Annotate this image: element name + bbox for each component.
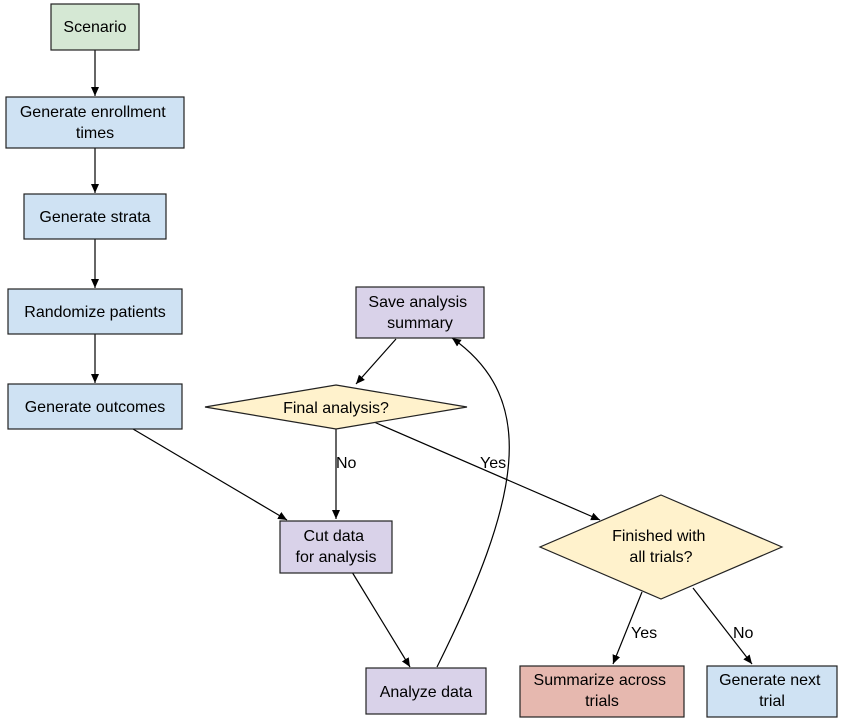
node-generate-outcomes: Generate outcomes <box>7 383 183 430</box>
svg-text:Final analysis?: Final analysis? <box>283 400 389 417</box>
edge-finished-next <box>692 587 753 665</box>
node-generate-strata: Generate strata <box>23 193 167 240</box>
node-label: Scenario <box>63 19 126 36</box>
node-analyze-data: Analyze data <box>365 667 487 715</box>
edge-analyze-save <box>436 337 510 668</box>
edge-label-finished-no: No <box>733 625 754 642</box>
node-label: Generate outcomes <box>25 399 166 416</box>
node-scenario: Scenario <box>50 3 140 51</box>
svg-text:Generate outcomes: Generate outcomes <box>25 399 166 416</box>
edge-cut-analyze <box>351 571 411 668</box>
svg-text:Scenario: Scenario <box>63 19 126 36</box>
node-final-analysis-decision: Final analysis? <box>204 384 468 430</box>
edge-label-finished-yes: Yes <box>631 625 657 642</box>
node-label: Final analysis? <box>283 400 389 417</box>
node-label-line-1: Generate next <box>719 672 821 689</box>
edges <box>91 50 753 668</box>
node-generate-next-trial: Generate next trial <box>706 665 838 718</box>
svg-text:Summarize across trial: Summarize across trials <box>534 672 671 710</box>
node-cut-data-for-analysis: Cut data for analysis <box>279 520 393 574</box>
node-label-line-1: Save analysis <box>368 294 467 311</box>
svg-text:Generate next trial: Generate next trial <box>719 672 825 710</box>
node-randomize-patients: Randomize patients <box>7 288 183 335</box>
edge-label-final-no: No <box>336 455 357 472</box>
node-label-line-2: for analysis <box>296 549 377 566</box>
node-label: Generate strata <box>39 209 150 226</box>
svg-text:Cut data for analysis: Cut data for analysis <box>296 528 377 566</box>
node-label-line-1: Cut data <box>304 528 365 545</box>
edge-label-final-yes: Yes <box>480 455 506 472</box>
edge-outcomes-cut <box>132 428 288 521</box>
node-label-line-2: trials <box>585 693 619 710</box>
edge-final-finished <box>373 421 601 521</box>
edge-finished-summarize <box>612 591 643 665</box>
edge-labels: No Yes Yes No <box>336 455 754 642</box>
node-label-line-1: Finished with <box>612 528 705 545</box>
node-label-line-1: Summarize across <box>534 672 666 689</box>
edge-save-final <box>355 338 397 385</box>
node-label-line-2: all trials? <box>629 549 692 566</box>
svg-text:Randomize patients: Randomize patients <box>24 304 165 321</box>
svg-text:Finished with all tria: Finished with all trials? <box>612 528 710 566</box>
node-label-line-2: times <box>76 125 114 142</box>
node-label: Randomize patients <box>24 304 165 321</box>
node-label-line-2: trial <box>759 693 785 710</box>
svg-text:Generate enrollment ti: Generate enrollment times <box>20 104 170 142</box>
svg-text:Save analysis summary: Save analysis summary <box>368 294 471 332</box>
node-finished-decision: Finished with all trials? <box>538 494 784 600</box>
node-save-analysis-summary: Save analysis summary <box>355 286 485 339</box>
node-generate-enrollment-times: Generate enrollment times <box>5 96 185 149</box>
svg-text:Analyze data: Analyze data <box>380 684 473 701</box>
node-label: Analyze data <box>380 684 473 701</box>
svg-text:Generate strata: Generate strata <box>39 209 150 226</box>
node-label-line-2: summary <box>387 315 453 332</box>
nodes: Scenario Generate enrollment times Gener… <box>5 3 838 718</box>
node-label-line-1: Generate enrollment <box>20 104 166 121</box>
node-summarize-across-trials: Summarize across trials <box>519 665 685 718</box>
